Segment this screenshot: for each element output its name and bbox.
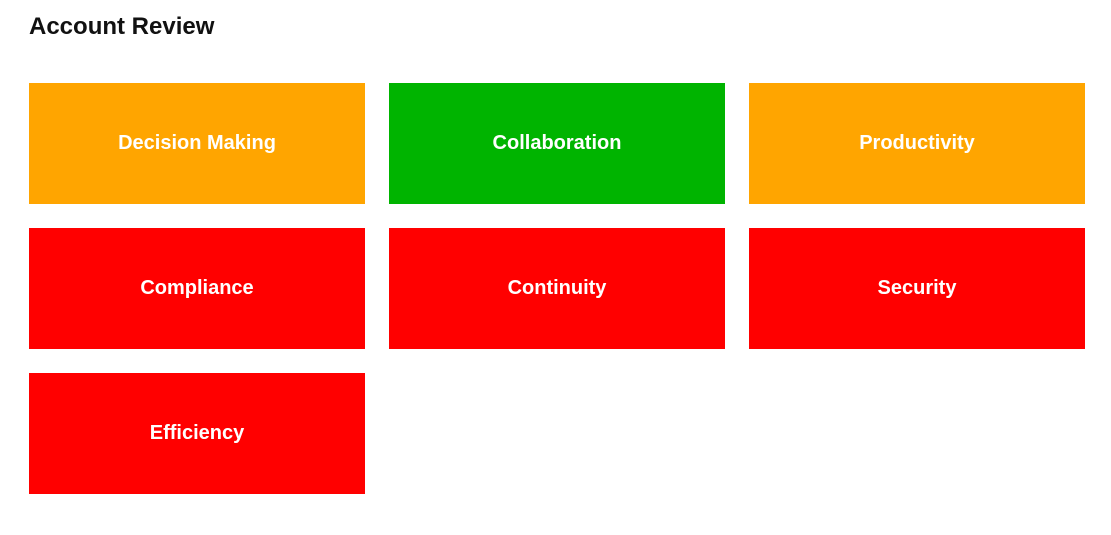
tile-security[interactable]: Security — [749, 228, 1085, 349]
tile-continuity[interactable]: Continuity — [389, 228, 725, 349]
tile-collaboration[interactable]: Collaboration — [389, 83, 725, 204]
tile-productivity[interactable]: Productivity — [749, 83, 1085, 204]
tile-compliance[interactable]: Compliance — [29, 228, 365, 349]
tile-decision-making[interactable]: Decision Making — [29, 83, 365, 204]
review-tile-grid: Decision Making Collaboration Productivi… — [29, 83, 1085, 494]
tile-efficiency[interactable]: Efficiency — [29, 373, 365, 494]
page-title: Account Review — [29, 13, 215, 40]
